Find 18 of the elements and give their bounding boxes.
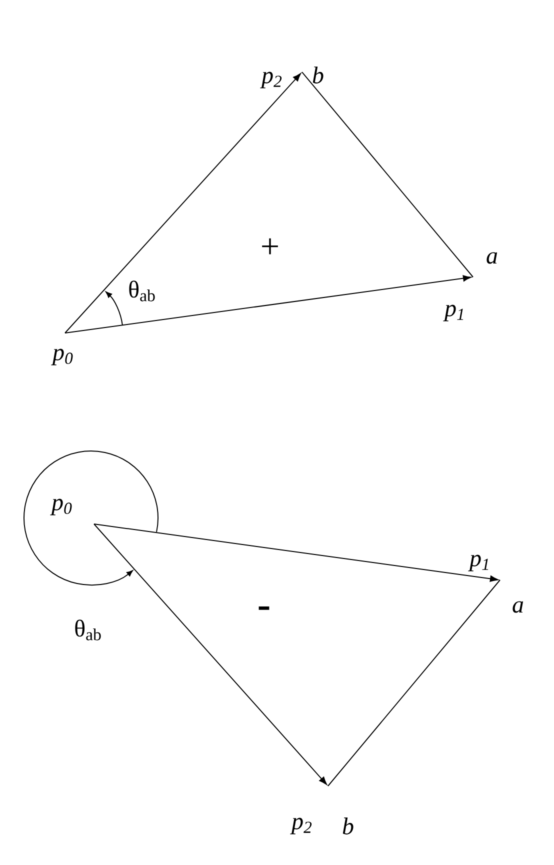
arrow (94, 524, 328, 785)
vertex-label: p$_{0}$ (50, 498, 72, 516)
vertex-name: a (486, 252, 498, 264)
vertex-name: b (312, 66, 324, 84)
sign-label: θ$_{ab}$ (129, 280, 155, 302)
sign-label: + (262, 238, 278, 254)
vertex-label: p$_{1}$ (443, 304, 464, 322)
vertex-label: p$_{2}$ (260, 72, 282, 88)
arrow (94, 524, 498, 582)
vertex-label: p$_{1}$ (468, 554, 488, 572)
vertex-label: p$_{2}$ (290, 818, 312, 834)
vertex-name: b (342, 818, 354, 834)
vertex-name: a (512, 601, 524, 613)
arrow (64, 275, 472, 334)
arrow (64, 73, 302, 334)
sign-label: θ$_{ab}$ (75, 620, 101, 640)
sign-label: - (258, 606, 270, 610)
vertex-label: p$_{0}$ (51, 348, 73, 366)
